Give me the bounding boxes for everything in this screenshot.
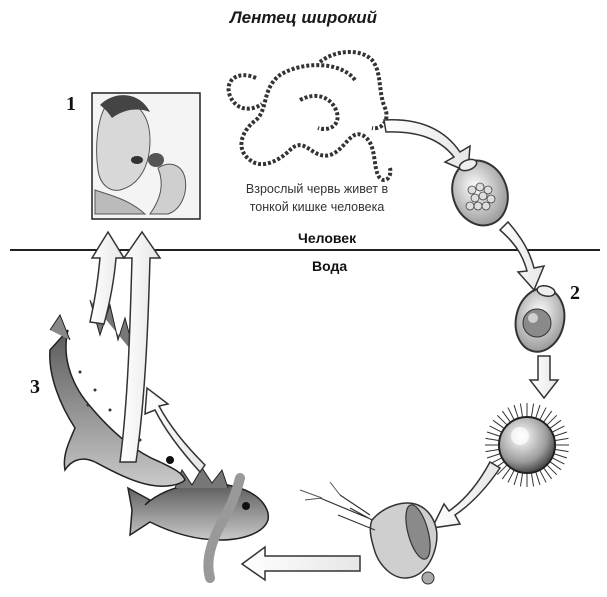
cilium-line <box>490 426 502 432</box>
cilium-line <box>497 415 507 425</box>
cilium-line <box>547 465 557 475</box>
cilium-line <box>547 415 557 425</box>
cilium-line <box>555 449 569 451</box>
cilium-line <box>486 449 500 451</box>
cilium-line <box>531 404 533 418</box>
cycle-arrow-icon <box>120 232 160 462</box>
stage-number-3: 3 <box>30 376 40 399</box>
cycle-arrow-icon <box>432 462 500 528</box>
cilium-line <box>550 420 561 428</box>
zone-label-water: Вода <box>312 258 347 274</box>
adult-worm-caption: Взрослый червь живет в тонкой кишке чело… <box>236 180 398 216</box>
cycle-arrow-icon <box>500 222 544 290</box>
cilium-line <box>554 454 567 458</box>
zone-label-human: Человек <box>298 230 356 246</box>
cilium-line <box>508 470 514 482</box>
cilium-line <box>540 470 546 482</box>
cilium-line <box>508 408 514 420</box>
cilium-line <box>487 454 500 458</box>
coracidium-icon <box>485 403 569 487</box>
cilium-line <box>514 405 518 418</box>
cilium-line <box>502 411 510 422</box>
cycle-arrow-icon <box>90 232 124 324</box>
cilium-line <box>554 432 567 436</box>
cilium-line <box>514 472 518 485</box>
stage-number-2: 2 <box>570 282 580 305</box>
cilium-line <box>486 438 500 440</box>
cilium-line <box>552 426 564 432</box>
cycle-arrow-icon <box>384 120 470 172</box>
cilium-line <box>487 432 500 436</box>
adult-tapeworm-icon <box>229 52 391 180</box>
cilium-line <box>520 473 522 487</box>
human-eating-fish-icon <box>92 93 200 219</box>
cilium-line <box>531 473 533 487</box>
cilium-line <box>502 468 510 479</box>
stage-number-1: 1 <box>66 93 76 116</box>
predatory-fish-icon <box>50 300 185 486</box>
cilium-line <box>536 405 540 418</box>
egg-with-embryo-icon <box>510 284 570 357</box>
cycle-arrow-icon <box>530 356 558 398</box>
cilium-line <box>543 468 551 479</box>
cycle-arrow-icon <box>242 547 360 580</box>
cilium-line <box>520 404 522 418</box>
cilium-line <box>555 438 569 440</box>
cilium-line <box>543 411 551 422</box>
cilium-line <box>540 408 546 420</box>
cilium-line <box>552 458 564 464</box>
cilium-line <box>550 461 561 469</box>
cilium-line <box>493 420 504 428</box>
diagram-title: Лентец широкий <box>0 8 607 28</box>
cilium-line <box>536 472 540 485</box>
